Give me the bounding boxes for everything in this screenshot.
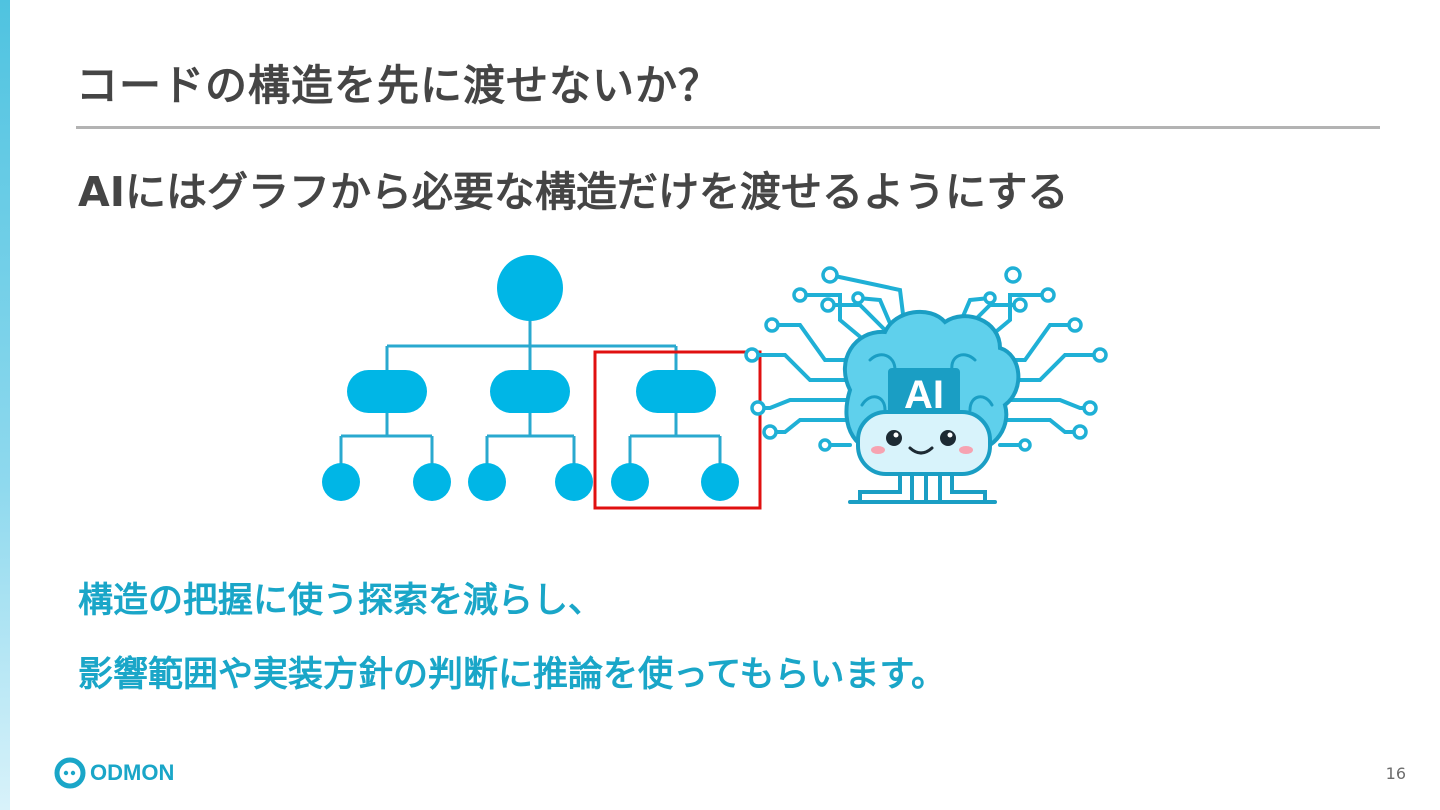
ai-badge-text: AI [904, 373, 944, 417]
page-number: 16 [1385, 764, 1406, 783]
caption-line-2: 影響範囲や実装方針の判断に推論を使ってもらいます。 [78, 655, 947, 695]
codmon-logo-icon [54, 757, 86, 789]
slide-subtitle: AIにはグラフから必要な構造だけを渡せるようにする [78, 168, 1069, 216]
hierarchy-tree-icon [322, 255, 762, 510]
title-divider [76, 126, 1380, 129]
logo-text: ODMON [90, 760, 175, 785]
highlight-box [593, 350, 762, 510]
ai-brain-mascot-icon: AI [744, 266, 1108, 504]
slide-title: コードの構造を先に渡せないか？ [76, 61, 722, 110]
side-accent-bar [0, 0, 10, 810]
caption-line-1: 構造の把握に使う探索を減らし、 [78, 581, 604, 621]
codmon-logo: ODMON [54, 756, 174, 790]
